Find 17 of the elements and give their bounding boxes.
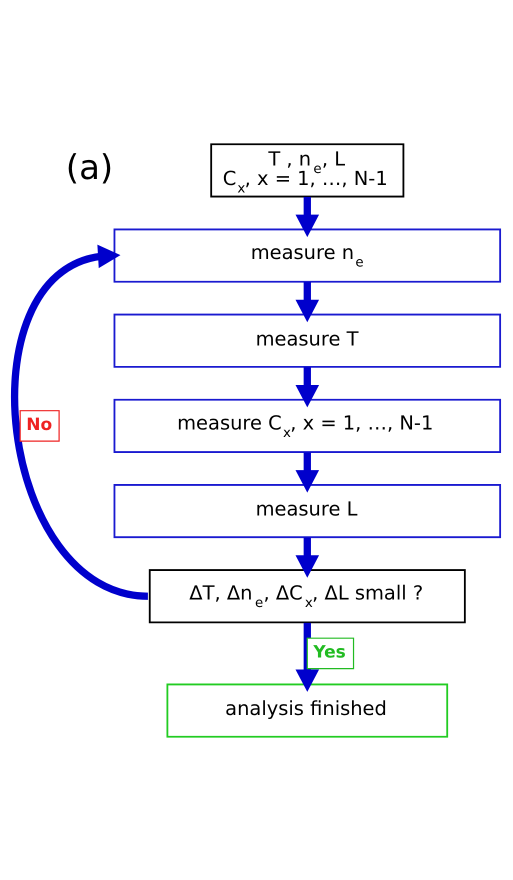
- arrow: [295, 622, 319, 692]
- node-box: measure L: [113, 484, 501, 538]
- arrow: [295, 452, 319, 492]
- arrow: [295, 366, 319, 407]
- arrow: [10, 244, 148, 600]
- arrow: [295, 537, 319, 578]
- label: (a): [65, 147, 113, 188]
- edge-label: Yes: [312, 642, 346, 662]
- edge-label: No: [26, 414, 52, 434]
- arrow: [295, 282, 319, 322]
- node-box: T , n$_{e}$, L C$_{x}$, x = 1, …, N-1: [210, 142, 404, 197]
- node-box: measure C$_{x}$, x = 1, …, N-1: [113, 398, 501, 452]
- node-box: analysis finished: [166, 683, 448, 738]
- node-box: ΔT, Δn$_{e}$, ΔC$_{x}$, ΔL small ?: [148, 568, 466, 623]
- arrow: [295, 196, 319, 237]
- node-box: measure n$_{e}$: [113, 228, 501, 282]
- node-box: measure T: [113, 313, 501, 368]
